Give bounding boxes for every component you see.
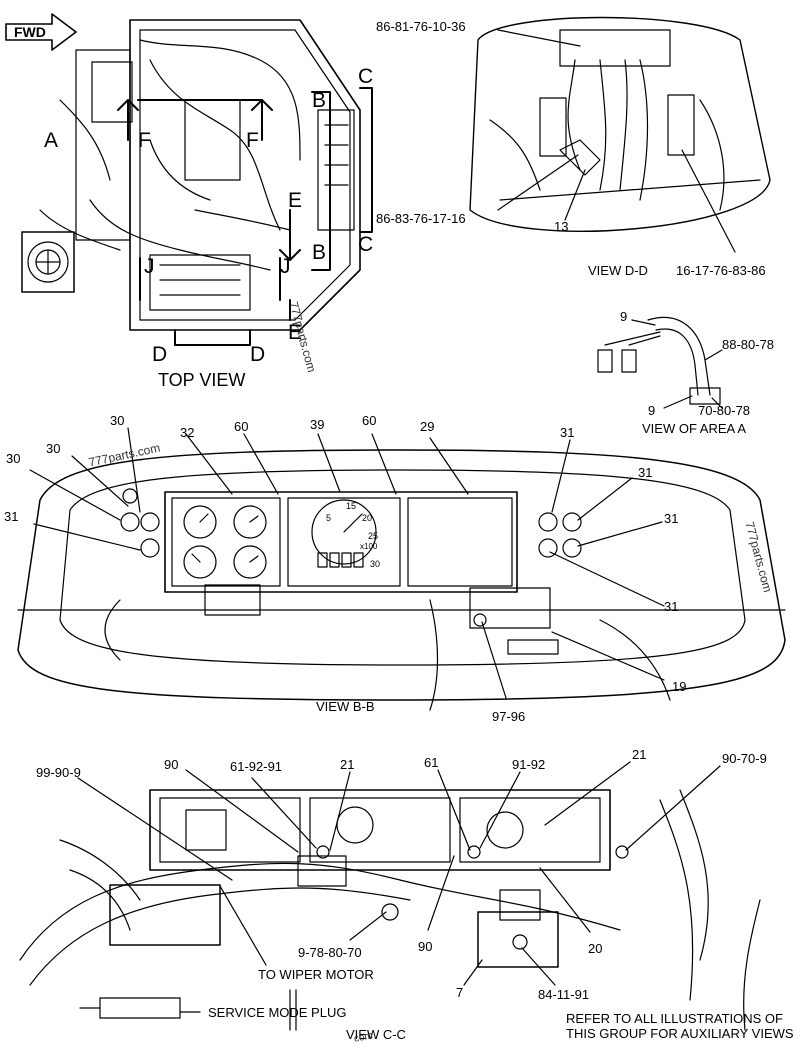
note-to-wiper-motor: TO WIPER MOTOR	[258, 967, 374, 982]
callout-31-left: 31	[4, 509, 19, 524]
section-letter-e-bottom: E	[288, 321, 303, 344]
callout-90-bottom: 90	[418, 939, 433, 954]
callout-88-80-78: 88-80-78	[722, 337, 775, 352]
gauge-mark-5: 5	[326, 513, 332, 523]
callout-39: 39	[310, 417, 325, 432]
section-letter-a: A	[44, 129, 59, 152]
callout-30-top: 30	[110, 413, 125, 428]
section-letter-b-top: B	[312, 89, 327, 112]
view-area-a-drawing	[597, 316, 723, 409]
gauge-mark-15: 15	[346, 501, 357, 511]
callout-99-90-9: 99-90-9	[36, 765, 81, 780]
callout-16-17-76-83-86: 16-17-76-83-86	[676, 263, 766, 278]
callout-19: 19	[672, 679, 687, 694]
callout-20: 20	[588, 941, 603, 956]
gauge-mark-x100: x100	[360, 542, 378, 551]
callout-7: 7	[456, 985, 464, 1000]
gauge-mark-20: 20	[362, 513, 373, 523]
callout-86-83-76-17-16: 86-83-76-17-16	[376, 211, 466, 226]
callout-70-80-78: 70-80-78	[698, 403, 751, 418]
section-letter-b-bottom: B	[312, 241, 327, 264]
callout-21-left: 21	[340, 757, 355, 772]
callout-9-78-80-70: 9-78-80-70	[298, 945, 362, 960]
footer-note-line2: THIS GROUP FOR AUXILIARY VIEWS	[566, 1026, 794, 1041]
view-bb-title: VIEW B-B	[316, 699, 375, 714]
callout-60-right: 60	[362, 413, 377, 428]
callout-9-bottom: 9	[648, 403, 656, 418]
section-letter-c-bottom: C	[358, 233, 374, 256]
footer-note-line1: REFER TO ALL ILLUSTRATIONS OF	[566, 1011, 783, 1026]
callout-29: 29	[420, 419, 435, 434]
callout-30-left: 30	[6, 451, 21, 466]
section-letter-c-top: C	[358, 65, 374, 88]
section-letter-e-top: E	[288, 189, 303, 212]
callout-91-92: 91-92	[512, 757, 546, 772]
callout-31-right-upper: 31	[638, 465, 653, 480]
section-letter-j-left: J	[144, 255, 155, 278]
view-area-a-title: VIEW OF AREA A	[642, 421, 747, 436]
view-cc-title: VIEW C-C	[346, 1027, 406, 1042]
callout-32: 32	[180, 425, 195, 440]
section-letter-f-right: F	[246, 129, 259, 152]
callout-31-right-mid: 31	[664, 511, 679, 526]
fwd-label: FWD	[14, 24, 46, 40]
callout-31-right-lower: 31	[664, 599, 679, 614]
gauge-mark-30: 30	[370, 559, 381, 569]
view-bb-drawing	[17, 427, 786, 711]
callout-60-left: 60	[234, 419, 249, 434]
view-dd-drawing	[469, 16, 771, 253]
fwd-arrow-icon	[5, 13, 77, 51]
callout-86-81-76-10-36: 86-81-76-10-36	[376, 19, 466, 34]
callout-9-top: 9	[620, 309, 628, 324]
section-letter-j-right: J	[280, 255, 291, 278]
callout-61: 61	[424, 755, 439, 770]
callout-30-mid: 30	[46, 441, 61, 456]
view-dd-title: VIEW D-D	[588, 263, 648, 278]
note-service-mode-plug: SERVICE MODE PLUG	[208, 1005, 347, 1020]
callout-90-70-9: 90-70-9	[722, 751, 767, 766]
callout-61-92-91: 61-92-91	[230, 759, 283, 774]
callout-13: 13	[554, 219, 569, 234]
callout-90-top: 90	[164, 757, 179, 772]
gauge-mark-25: 25	[368, 531, 379, 541]
section-letter-f-left: F	[138, 129, 151, 152]
section-letter-d-right: D	[250, 343, 266, 366]
callout-97-96: 97-96	[492, 709, 526, 724]
callout-31-top: 31	[560, 425, 575, 440]
callout-84-11-91: 84-11-91	[538, 987, 590, 1002]
callout-21-right: 21	[632, 747, 647, 762]
top-view-title: TOP VIEW	[158, 370, 246, 390]
view-cc-drawing	[19, 761, 761, 1031]
top-view-drawing	[21, 19, 373, 346]
section-letter-d-left: D	[152, 343, 168, 366]
